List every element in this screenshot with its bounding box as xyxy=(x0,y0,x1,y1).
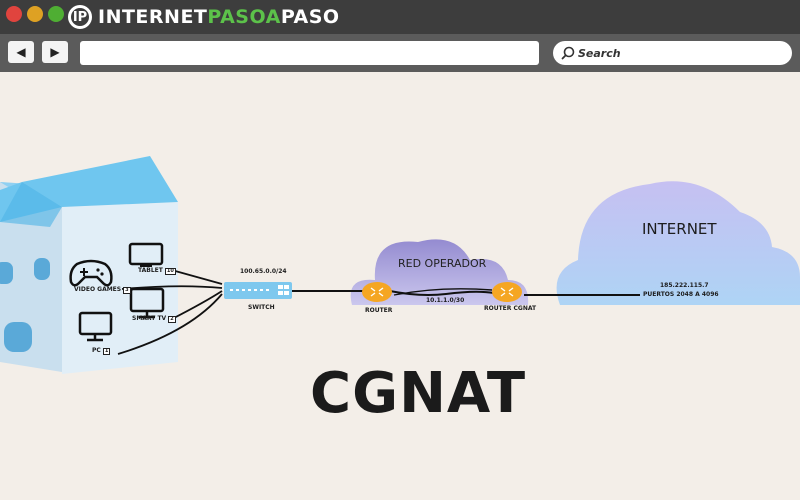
maximize-window-button[interactable] xyxy=(48,6,64,22)
device-count-badge: 1 xyxy=(102,348,111,355)
forward-arrow-icon: ▶ xyxy=(50,45,60,59)
search-placeholder: Search xyxy=(578,46,621,60)
device-count-badge: 2 xyxy=(168,316,176,323)
lan-subnet-label: 100.65.0.0/24 xyxy=(240,268,287,275)
router-cgnat-icon xyxy=(492,282,522,302)
minimize-window-button[interactable] xyxy=(27,6,43,22)
smart-tv-icon xyxy=(129,287,165,319)
tablet-icon xyxy=(128,242,164,267)
device-name: SMART TV xyxy=(132,315,167,322)
logo-mark-icon: IP xyxy=(68,5,92,29)
device-name: PC xyxy=(92,347,101,354)
logo-text-internet: INTERNET xyxy=(98,6,208,28)
public-ip-label: 185.222.115.7 xyxy=(660,282,709,289)
search-box[interactable]: Search xyxy=(553,41,792,65)
close-window-button[interactable] xyxy=(6,6,22,22)
operator-cloud-label: RED OPERADOR xyxy=(398,257,487,270)
internet-cloud-icon xyxy=(556,181,800,305)
diagram-graphics xyxy=(0,156,800,374)
window-titlebar: IP INTERNETPASOAPASO xyxy=(0,0,800,34)
site-logo: IP INTERNETPASOAPASO xyxy=(68,3,340,31)
diagram-title: CGNAT xyxy=(310,361,527,426)
device-count-badge: 3 xyxy=(123,287,131,294)
pc-monitor-icon xyxy=(78,311,113,342)
router-cgnat-label: ROUTER CGNAT xyxy=(484,305,537,312)
back-button[interactable]: ◀ xyxy=(8,41,34,63)
gamepad-icon xyxy=(69,259,113,287)
browser-toolbar: ◀ ▶ Search xyxy=(0,34,800,72)
switch-icon xyxy=(224,282,292,299)
link-subnet-label: 10.1.1.0/30 xyxy=(426,297,465,304)
ports-label: PUERTOS 2048 A 4096 xyxy=(643,291,719,298)
switch-label: SWITCH xyxy=(248,304,275,311)
logo-text-pasoa: PASOA xyxy=(207,6,281,28)
device-name: TABLET xyxy=(138,267,163,274)
internet-cloud-label: INTERNET xyxy=(642,220,717,238)
back-arrow-icon: ◀ xyxy=(16,45,26,59)
forward-button[interactable]: ▶ xyxy=(42,41,68,63)
device-count-badge: 10 xyxy=(164,268,176,275)
address-bar[interactable] xyxy=(80,41,539,65)
router-label: ROUTER xyxy=(365,307,393,314)
logo-text-paso: PASO xyxy=(280,6,340,28)
router-icon xyxy=(362,282,392,302)
search-icon xyxy=(561,46,575,60)
logo-text: INTERNETPASOAPASO xyxy=(98,6,340,28)
operator-cloud-icon xyxy=(350,239,529,305)
device-name: VIDEO GAMES xyxy=(74,286,122,293)
backbone-links xyxy=(292,288,640,296)
